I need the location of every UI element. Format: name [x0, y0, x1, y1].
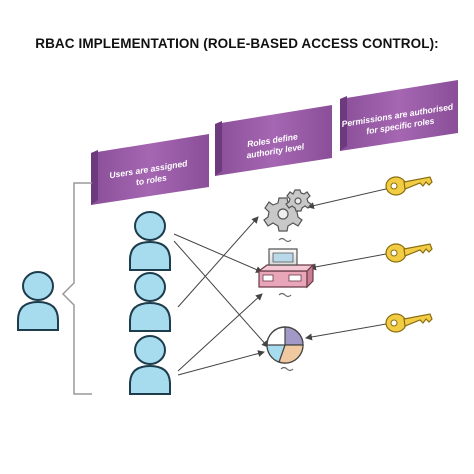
key-icon-3 — [385, 313, 433, 333]
arrow-user1-chart — [173, 240, 269, 348]
user-icon-1 — [129, 211, 171, 271]
banner-users-line-2: to roles — [135, 173, 167, 188]
arrow-user3-computer — [177, 293, 263, 372]
diagram-title: RBAC IMPLEMENTATION (ROLE-BASED ACCESS C… — [35, 36, 439, 51]
arrow-key3-chart — [305, 323, 387, 341]
arrow-key1-gears — [307, 188, 387, 210]
pie-chart-icon — [266, 326, 304, 372]
banner-roles: Roles define authority level — [215, 105, 332, 176]
banner-users: Users are assigned to roles — [91, 134, 209, 205]
group-bracket — [61, 182, 92, 395]
arrow-user3-chart — [177, 350, 265, 376]
arrow-key2-computer — [309, 253, 387, 271]
user-role-arrows — [173, 216, 269, 376]
gears-icon — [263, 189, 312, 243]
banner-permissions: Permissions are authorised for specific … — [340, 80, 458, 151]
key-icon-1 — [385, 176, 433, 196]
arrow-user2-gears — [177, 216, 259, 308]
computer-icon — [257, 248, 315, 298]
main-user-icon — [17, 271, 59, 331]
key-icon-2 — [385, 243, 433, 263]
user-icon-2 — [129, 272, 171, 332]
arrow-user1-computer — [173, 233, 263, 273]
user-icon-3 — [129, 335, 171, 395]
permission-role-arrows — [305, 188, 387, 341]
